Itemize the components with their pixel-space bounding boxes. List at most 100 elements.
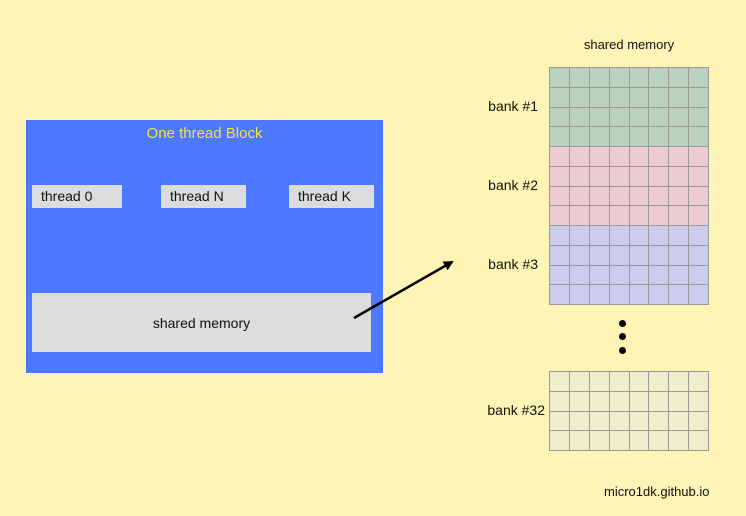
memory-cell <box>589 127 610 147</box>
memory-cell <box>629 107 650 128</box>
memory-cell <box>649 372 670 392</box>
memory-cell <box>629 391 650 412</box>
ellipsis-dot-3 <box>619 347 626 354</box>
memory-cell <box>629 147 650 167</box>
bank-2-label: bank #2 <box>488 177 538 193</box>
thread-0-label: thread 0 <box>41 188 93 204</box>
memory-cell <box>609 107 630 128</box>
memory-cell <box>669 68 690 88</box>
memory-cell <box>629 265 650 286</box>
bank-2-grid <box>549 146 709 226</box>
memory-cell <box>550 87 570 108</box>
memory-cell <box>589 166 610 187</box>
memory-cell <box>689 147 709 167</box>
memory-cell <box>550 147 570 167</box>
memory-cell <box>629 68 650 88</box>
memory-cell <box>550 186 570 207</box>
memory-cell <box>669 127 690 147</box>
memory-cell <box>649 411 670 432</box>
ellipsis-dot-1 <box>619 320 626 327</box>
memory-cell <box>550 372 570 392</box>
memory-cell <box>669 107 690 128</box>
memory-cell <box>609 411 630 432</box>
memory-cell <box>609 166 630 187</box>
memory-cell <box>569 372 590 392</box>
arrow-line <box>353 260 454 320</box>
memory-cell <box>629 186 650 207</box>
memory-cell <box>669 166 690 187</box>
memory-cell <box>589 285 610 305</box>
memory-cell <box>689 68 709 88</box>
memory-cell <box>689 166 709 187</box>
memory-cell <box>649 265 670 286</box>
memory-cell <box>609 147 630 167</box>
ellipsis-dot-2 <box>619 333 626 340</box>
memory-cell <box>609 186 630 207</box>
memory-cell <box>689 285 709 305</box>
memory-cell <box>609 127 630 147</box>
memory-cell <box>609 206 630 226</box>
memory-cell <box>669 186 690 207</box>
memory-cell <box>569 431 590 451</box>
memory-cell <box>629 87 650 108</box>
memory-cell <box>589 391 610 412</box>
memory-cell <box>569 411 590 432</box>
memory-cell <box>689 127 709 147</box>
bank-1-label: bank #1 <box>488 98 538 114</box>
thread-n-label: thread N <box>170 188 224 204</box>
memory-cell <box>649 431 670 451</box>
memory-cell <box>669 206 690 226</box>
bank-1-grid <box>549 67 709 147</box>
memory-cell <box>569 147 590 167</box>
bank-32-label: bank #32 <box>487 402 545 418</box>
memory-cell <box>649 127 670 147</box>
memory-cell <box>649 285 670 305</box>
memory-cell <box>689 206 709 226</box>
memory-cell <box>569 206 590 226</box>
memory-cell <box>550 226 570 246</box>
memory-cell <box>589 372 610 392</box>
memory-cell <box>689 391 709 412</box>
memory-cell <box>629 431 650 451</box>
memory-cell <box>649 206 670 226</box>
memory-cell <box>649 166 670 187</box>
memory-cell <box>609 68 630 88</box>
memory-cell <box>649 391 670 412</box>
memory-cell <box>569 285 590 305</box>
memory-cell <box>609 431 630 451</box>
memory-cell <box>569 107 590 128</box>
thread-k-label: thread K <box>298 188 351 204</box>
memory-cell <box>569 265 590 286</box>
memory-cell <box>629 226 650 246</box>
memory-cell <box>689 372 709 392</box>
memory-cell <box>669 431 690 451</box>
memory-cell <box>569 68 590 88</box>
memory-cell <box>669 391 690 412</box>
memory-cell <box>609 245 630 266</box>
memory-cell <box>669 411 690 432</box>
memory-cell <box>569 391 590 412</box>
credit-text: micro1dk.github.io <box>604 484 710 499</box>
memory-cell <box>629 285 650 305</box>
memory-cell <box>589 265 610 286</box>
memory-cell <box>589 431 610 451</box>
thread-n-box: thread N <box>161 185 246 208</box>
shared-memory-title: shared memory <box>583 37 675 52</box>
memory-cell <box>649 87 670 108</box>
memory-cell <box>589 87 610 108</box>
memory-cell <box>669 245 690 266</box>
memory-cell <box>629 206 650 226</box>
memory-cell <box>689 186 709 207</box>
memory-cell <box>550 265 570 286</box>
memory-cell <box>629 372 650 392</box>
memory-cell <box>589 411 610 432</box>
bank-3-grid <box>549 225 709 305</box>
thread-block: One thread Block thread 0 thread N threa… <box>26 120 383 373</box>
memory-cell <box>649 226 670 246</box>
thread-0-box: thread 0 <box>32 185 122 208</box>
memory-cell <box>669 87 690 108</box>
memory-cell <box>629 127 650 147</box>
memory-cell <box>569 245 590 266</box>
memory-cell <box>569 186 590 207</box>
